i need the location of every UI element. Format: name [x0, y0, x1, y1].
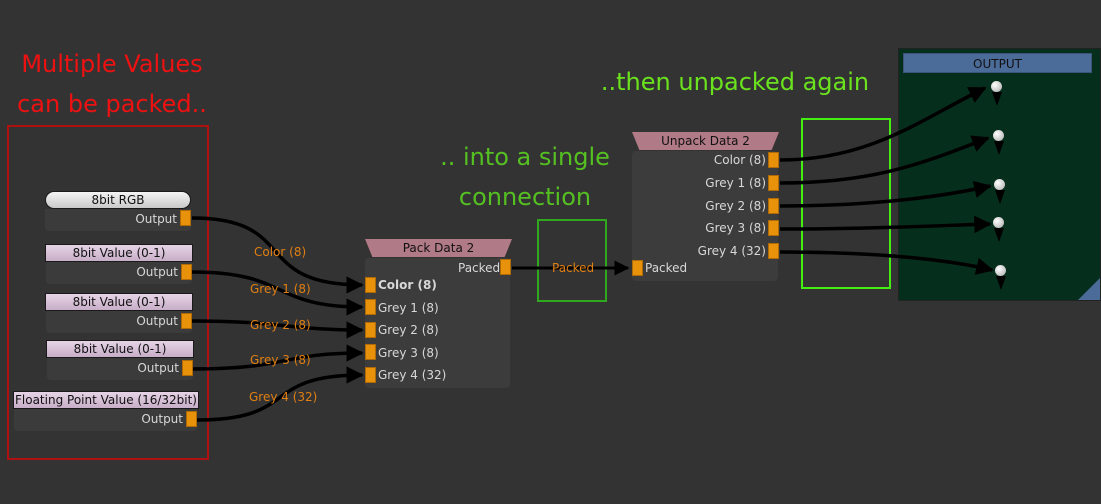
- port-label: Output: [137, 361, 179, 375]
- wire-unpack-grey1: [779, 135, 990, 185]
- packed-output-port[interactable]: [500, 259, 511, 275]
- input-port[interactable]: [365, 322, 376, 338]
- node-title: Pack Data 2: [365, 239, 512, 257]
- output-socket[interactable]: [993, 217, 1004, 228]
- arrow-down-icon: [994, 228, 1004, 242]
- output-port[interactable]: [181, 264, 192, 280]
- output-port[interactable]: [768, 220, 779, 236]
- arrow-down-icon: [995, 190, 1005, 204]
- input-port[interactable]: [365, 344, 376, 360]
- wire-label: Grey 1 (8): [250, 282, 311, 296]
- output-port[interactable]: [180, 210, 191, 226]
- port-label: Output: [135, 212, 177, 226]
- output-port[interactable]: [186, 411, 197, 427]
- port-label: Grey 4 (32): [697, 244, 766, 258]
- wire-label: Grey 3 (8): [250, 353, 311, 367]
- unpacked-outputs-highlight-frame: [801, 118, 891, 289]
- output-socket[interactable]: [994, 179, 1005, 190]
- annotation-multiple-values: Multiple Values can be packed..: [0, 44, 224, 124]
- port-label: Packed: [458, 261, 501, 275]
- annotation-line: can be packed..: [17, 90, 207, 118]
- wire-grey2: [191, 319, 364, 339]
- node-title: 8bit Value (0-1): [45, 244, 193, 262]
- input-port[interactable]: [365, 299, 376, 315]
- wire-grey1: [191, 270, 364, 316]
- node-title: Floating Point Value (16/32bit): [13, 391, 199, 409]
- port-label: Color (8): [378, 278, 437, 292]
- node-body: Output: [45, 209, 191, 231]
- port-label: Grey 1 (8): [378, 301, 439, 315]
- port-label: Output: [136, 265, 178, 279]
- port-label: Grey 2 (8): [378, 323, 439, 337]
- packed-input-port[interactable]: [632, 260, 643, 276]
- output-port[interactable]: [768, 152, 779, 168]
- wire-unpack-grey3: [779, 215, 992, 234]
- port-label: Grey 3 (8): [378, 346, 439, 360]
- arrow-down-icon: [992, 92, 1002, 106]
- wire-color: [191, 216, 364, 294]
- annotation-line: Multiple Values: [21, 50, 203, 78]
- port-label: Packed: [645, 261, 688, 275]
- wire-label-packed: Packed: [552, 261, 595, 275]
- output-socket[interactable]: [995, 265, 1006, 276]
- wire-grey3: [191, 344, 364, 371]
- output-socket[interactable]: [991, 81, 1002, 92]
- node-title: Unpack Data 2: [632, 132, 779, 150]
- wire-label: Color (8): [254, 245, 307, 259]
- wire-unpack-color: [779, 86, 987, 162]
- node-body: [365, 258, 510, 388]
- annotation-line: .. into a single: [440, 143, 610, 171]
- node-title: 8bit Value (0-1): [45, 293, 193, 311]
- node-body: Output: [47, 358, 193, 380]
- output-port[interactable]: [768, 198, 779, 214]
- output-port[interactable]: [768, 175, 779, 191]
- port-label: Grey 3 (8): [705, 221, 766, 235]
- output-node[interactable]: OUTPUT: [898, 48, 1101, 301]
- sources-highlight-frame: [7, 125, 209, 460]
- output-port[interactable]: [768, 243, 779, 259]
- wire-unpack-grey4: [779, 250, 994, 275]
- port-label: Output: [136, 314, 178, 328]
- output-port[interactable]: [181, 313, 192, 329]
- output-node-title: OUTPUT: [903, 53, 1092, 73]
- wire-unpack-grey2: [779, 180, 992, 208]
- input-port[interactable]: [365, 277, 376, 293]
- arrow-down-icon: [994, 141, 1004, 155]
- node-body: Output: [14, 409, 197, 431]
- annotation-line: connection: [458, 183, 592, 211]
- node-body: Output: [46, 311, 192, 333]
- wire-grey4: [196, 366, 364, 422]
- port-label: Grey 4 (32): [378, 368, 447, 382]
- node-title: 8bit RGB: [45, 191, 191, 209]
- port-label: Grey 1 (8): [705, 176, 766, 190]
- output-socket[interactable]: [993, 130, 1004, 141]
- annotation-unpacked-again: ..then unpacked again: [600, 68, 870, 96]
- node-body: Output: [46, 262, 192, 284]
- port-label: Grey 2 (8): [705, 199, 766, 213]
- annotation-single-connection: .. into a single connection: [420, 137, 630, 217]
- arrow-down-icon: [996, 276, 1006, 290]
- packed-connection-highlight-frame: [537, 219, 607, 302]
- resize-handle[interactable]: [1078, 278, 1100, 300]
- port-label: Output: [141, 412, 183, 426]
- wire-label: Grey 2 (8): [250, 318, 311, 332]
- output-port[interactable]: [182, 360, 193, 376]
- wire-label: Grey 4 (32): [249, 390, 318, 404]
- node-body: [632, 151, 778, 281]
- input-port[interactable]: [365, 367, 376, 383]
- port-label: Color (8): [713, 153, 766, 167]
- node-title: 8bit Value (0-1): [46, 340, 194, 358]
